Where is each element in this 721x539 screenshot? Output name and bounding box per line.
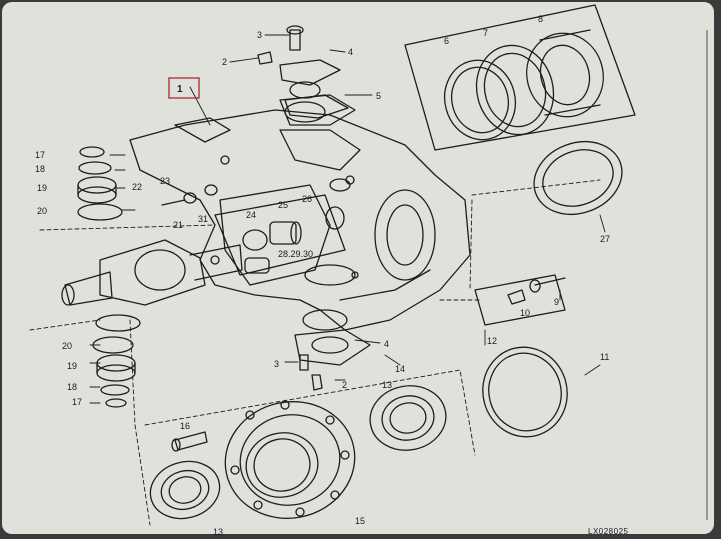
wheel-bearing-13-left — [149, 460, 221, 520]
callout: 22 — [132, 182, 142, 192]
callout: 12 — [487, 336, 497, 346]
seal-ring-27 — [533, 141, 623, 215]
callout: 28.29.30 — [278, 249, 313, 259]
fastener-inset-box — [474, 274, 566, 326]
callout: 2 — [342, 380, 347, 390]
boxed-callout-frame — [168, 77, 200, 99]
callout: 3 — [257, 30, 262, 40]
upper-bearing-stack — [77, 146, 123, 221]
callout: 9 — [554, 297, 559, 307]
callout: 4 — [348, 47, 353, 57]
callout: 5 — [376, 91, 381, 101]
seal-ring-7 — [475, 44, 555, 136]
callout: 11 — [600, 352, 609, 362]
wheel-bearing-13-right — [369, 385, 447, 451]
callout: 25 — [278, 200, 288, 210]
callout: 23 — [160, 176, 170, 186]
o-ring-12 — [482, 346, 568, 438]
callout: 7 — [483, 28, 488, 38]
callout: 17 — [72, 397, 82, 407]
lower-kingpin-assembly — [294, 309, 371, 391]
callout: 8 — [538, 14, 543, 24]
bushing-inset-box — [214, 194, 346, 276]
upper-kingpin-assembly — [257, 25, 349, 119]
leader-lines — [29, 34, 606, 526]
callout: 13 — [213, 527, 223, 537]
callout: 16 — [180, 421, 190, 431]
callout: 17 — [35, 150, 45, 160]
callout: 15 — [355, 516, 365, 526]
bolt-22-23 — [161, 184, 218, 206]
callout: 3 — [274, 359, 279, 369]
callout: 19 — [37, 183, 47, 193]
callout: 24 — [246, 210, 256, 220]
drawing-reference-code: LX028025 — [588, 527, 629, 536]
callout: 20 — [37, 206, 47, 216]
wheel-hub-15 — [224, 400, 356, 519]
seal-ring-inset-box — [404, 4, 636, 151]
seal-ring-6 — [443, 59, 517, 141]
callout: 10 — [520, 308, 530, 318]
callout: 18 — [67, 382, 77, 392]
lower-bearing-stack — [92, 314, 141, 408]
paper-sheet — [2, 2, 714, 534]
callout-labels: 3 2 4 5 6 7 8 17 18 19 20 22 23 21 31 24… — [35, 14, 610, 537]
seal-ring-8 — [526, 29, 604, 118]
callout: 27 — [600, 234, 610, 244]
drive-shaft — [61, 239, 243, 306]
callout: 14 — [395, 364, 405, 374]
callout: 21 — [173, 220, 183, 230]
callout: 18 — [35, 164, 45, 174]
callout: 19 — [67, 361, 77, 371]
callout: 26 — [302, 194, 312, 204]
callout: 20 — [62, 341, 72, 351]
boxed-callout-label: 1 — [177, 84, 183, 95]
callout: 13 — [382, 380, 392, 390]
callout: 6 — [444, 36, 449, 46]
wheel-stud-16 — [171, 431, 208, 452]
callout: 2 — [222, 57, 227, 67]
callout: 31 — [198, 214, 208, 224]
callout: 4 — [384, 339, 389, 349]
